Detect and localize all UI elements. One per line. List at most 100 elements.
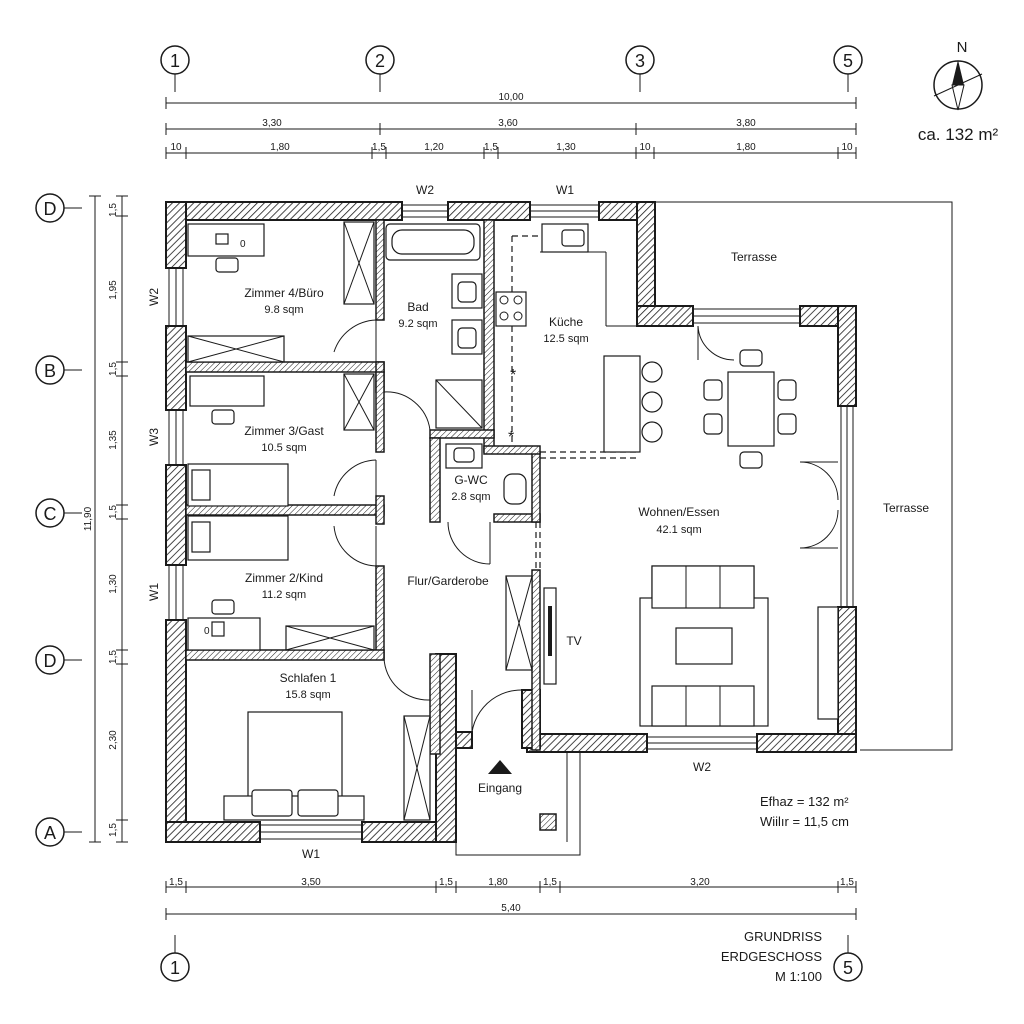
grid-label-left-d-top: D (44, 199, 57, 219)
dim-top-mid-2: 3,60 (498, 118, 518, 129)
room-area-bad: 9.2 sqm (398, 318, 437, 330)
grid-label-bottom-5: 5 (843, 958, 853, 978)
room-name-gwc: G-WC (454, 473, 488, 487)
grid-label-top-2: 2 (375, 51, 385, 71)
room-area-schlafen: 15.8 sqm (285, 689, 330, 701)
left-dimensions: 11,90 1,5 1,95 1,5 1,35 1,5 1,30 1,5 2,3… (83, 195, 128, 843)
room-name-zimmer4: Zimmer 4/Büro (244, 286, 324, 300)
grid-label-left-d-bottom: D (44, 651, 57, 671)
label-terrasse-right: Terrasse (883, 501, 929, 515)
window-label-kueche: W1 (556, 183, 574, 197)
room-area-zimmer2: 11.2 sqm (262, 589, 306, 601)
dim-bottom-fine-1: 1,5 (169, 877, 183, 888)
dim-bottom-fine-2: 3,50 (301, 877, 321, 888)
dim-top-mid-1: 3,30 (262, 118, 282, 129)
coffee-table (675, 627, 733, 665)
dim-bottom-total: 5,40 (501, 903, 521, 914)
total-area-label: ca. 132 m² (918, 125, 999, 144)
dim-top-fine-2: 1,80 (270, 142, 290, 153)
sofa-bottom (651, 685, 755, 727)
dim-left-total: 11,90 (83, 506, 94, 531)
grid-label-bottom-1: 1 (170, 958, 180, 978)
dim-top-fine-7: 10 (639, 142, 651, 153)
dim-left-7: 1,5 (108, 650, 119, 664)
window-labels: W2 W1 W2 W3 W1 W1 W2 (147, 183, 711, 861)
north-label: N (957, 39, 968, 56)
note-line-1: Efhaz = 132 m² (760, 794, 849, 809)
grid-axes-bottom: 1 5 (160, 935, 863, 982)
desk-zimmer2-marker: 0 (204, 626, 210, 637)
entrance-area (455, 748, 581, 856)
kitchen-island (603, 355, 641, 453)
window-label-zimmer3: W3 (147, 428, 161, 446)
window-label-wohnen: W2 (693, 760, 711, 774)
grid-axes-left: D B C D A (35, 193, 82, 847)
title-block: GRUNDRISS ERDGESCHOSS M 1:100 (721, 929, 822, 984)
grid-label-top-3: 3 (635, 51, 645, 71)
room-area-kueche: 12.5 sqm (543, 333, 588, 345)
window-openings (168, 204, 854, 840)
room-name-flur: Flur/Garderobe (407, 574, 489, 588)
room-name-bad: Bad (407, 300, 428, 314)
toilet (503, 473, 527, 505)
entrance-triangle-icon (488, 760, 512, 774)
dim-bottom-fine-5: 1,5 (543, 877, 557, 888)
dining-table (727, 371, 775, 447)
dim-bottom-fine-4: 1,80 (488, 877, 508, 888)
dim-bottom-fine-3: 1,5 (439, 877, 453, 888)
label-terrasse-top: Terrasse (731, 250, 777, 264)
room-name-schlafen: Schlafen 1 (280, 671, 337, 685)
grid-label-left-b: B (44, 361, 56, 381)
svg-text:*: * (510, 367, 516, 384)
bottom-dimensions: 1,5 3,50 1,5 1,80 1,5 3,20 1,5 5,40 (165, 877, 857, 920)
dim-top-fine-9: 10 (841, 142, 853, 153)
dim-top-mid-3: 3,80 (736, 118, 756, 129)
grid-label-top-1: 1 (170, 51, 180, 71)
north-arrow: N ca. 132 m² (918, 39, 999, 144)
room-area-wohnen: 42.1 sqm (656, 524, 701, 536)
door-swings (333, 319, 839, 749)
furniture: 0 0 (187, 221, 839, 821)
dim-top-fine-1: 10 (170, 142, 182, 153)
dim-left-4: 1,35 (108, 430, 119, 450)
svg-text:*: * (508, 429, 514, 446)
dim-left-9: 1,5 (108, 823, 119, 837)
dim-left-5: 1,5 (108, 505, 119, 519)
grid-label-top-5: 5 (843, 51, 853, 71)
title-line-3: M 1:100 (775, 969, 822, 984)
dim-top-fine-3: 1,5 (372, 142, 386, 153)
label-tv: TV (566, 634, 581, 648)
title-line-1: GRUNDRISS (744, 929, 822, 944)
exterior-walls (165, 201, 857, 843)
top-dimensions: 10,00 3,30 3,60 3,80 10 1,80 1,5 1,20 1,… (165, 92, 857, 159)
dim-left-3: 1,5 (108, 362, 119, 376)
grid-label-left-c: C (44, 504, 57, 524)
dim-top-fine-6: 1,30 (556, 142, 576, 153)
dim-top-fine-5: 1,5 (484, 142, 498, 153)
window-label-zimmer4: W2 (147, 288, 161, 306)
room-area-zimmer3: 10.5 sqm (261, 442, 306, 454)
grid-label-left-a: A (44, 823, 56, 843)
window-label-zimmer2: W1 (147, 583, 161, 601)
cooktop (495, 291, 527, 327)
desk-zimmer4-marker: 0 (240, 239, 246, 250)
title-line-2: ERDGESCHOSS (721, 949, 822, 964)
room-name-kueche: Küche (549, 315, 583, 329)
label-eingang: Eingang (478, 781, 522, 795)
window-label-schlafen: W1 (302, 847, 320, 861)
dim-top-fine-4: 1,20 (424, 142, 444, 153)
dim-left-1: 1,5 (108, 203, 119, 217)
terrace-outline (655, 201, 953, 751)
note-line-2: Wiilır = 11,5 cm (760, 814, 849, 829)
dim-bottom-fine-6: 3,20 (690, 877, 710, 888)
room-name-wohnen: Wohnen/Essen (638, 505, 719, 519)
dim-left-6: 1,30 (108, 574, 119, 594)
room-labels: Zimmer 4/Büro 9.8 sqm Bad 9.2 sqm Küche … (244, 250, 929, 795)
grid-axes-top: 1 2 3 5 (160, 45, 863, 92)
room-name-zimmer2: Zimmer 2/Kind (245, 571, 323, 585)
dim-top-fine-8: 1,80 (736, 142, 756, 153)
dim-left-2: 1,95 (108, 280, 119, 300)
room-area-gwc: 2.8 sqm (451, 491, 490, 503)
notes: Efhaz = 132 m² Wiilır = 11,5 cm (760, 794, 849, 829)
